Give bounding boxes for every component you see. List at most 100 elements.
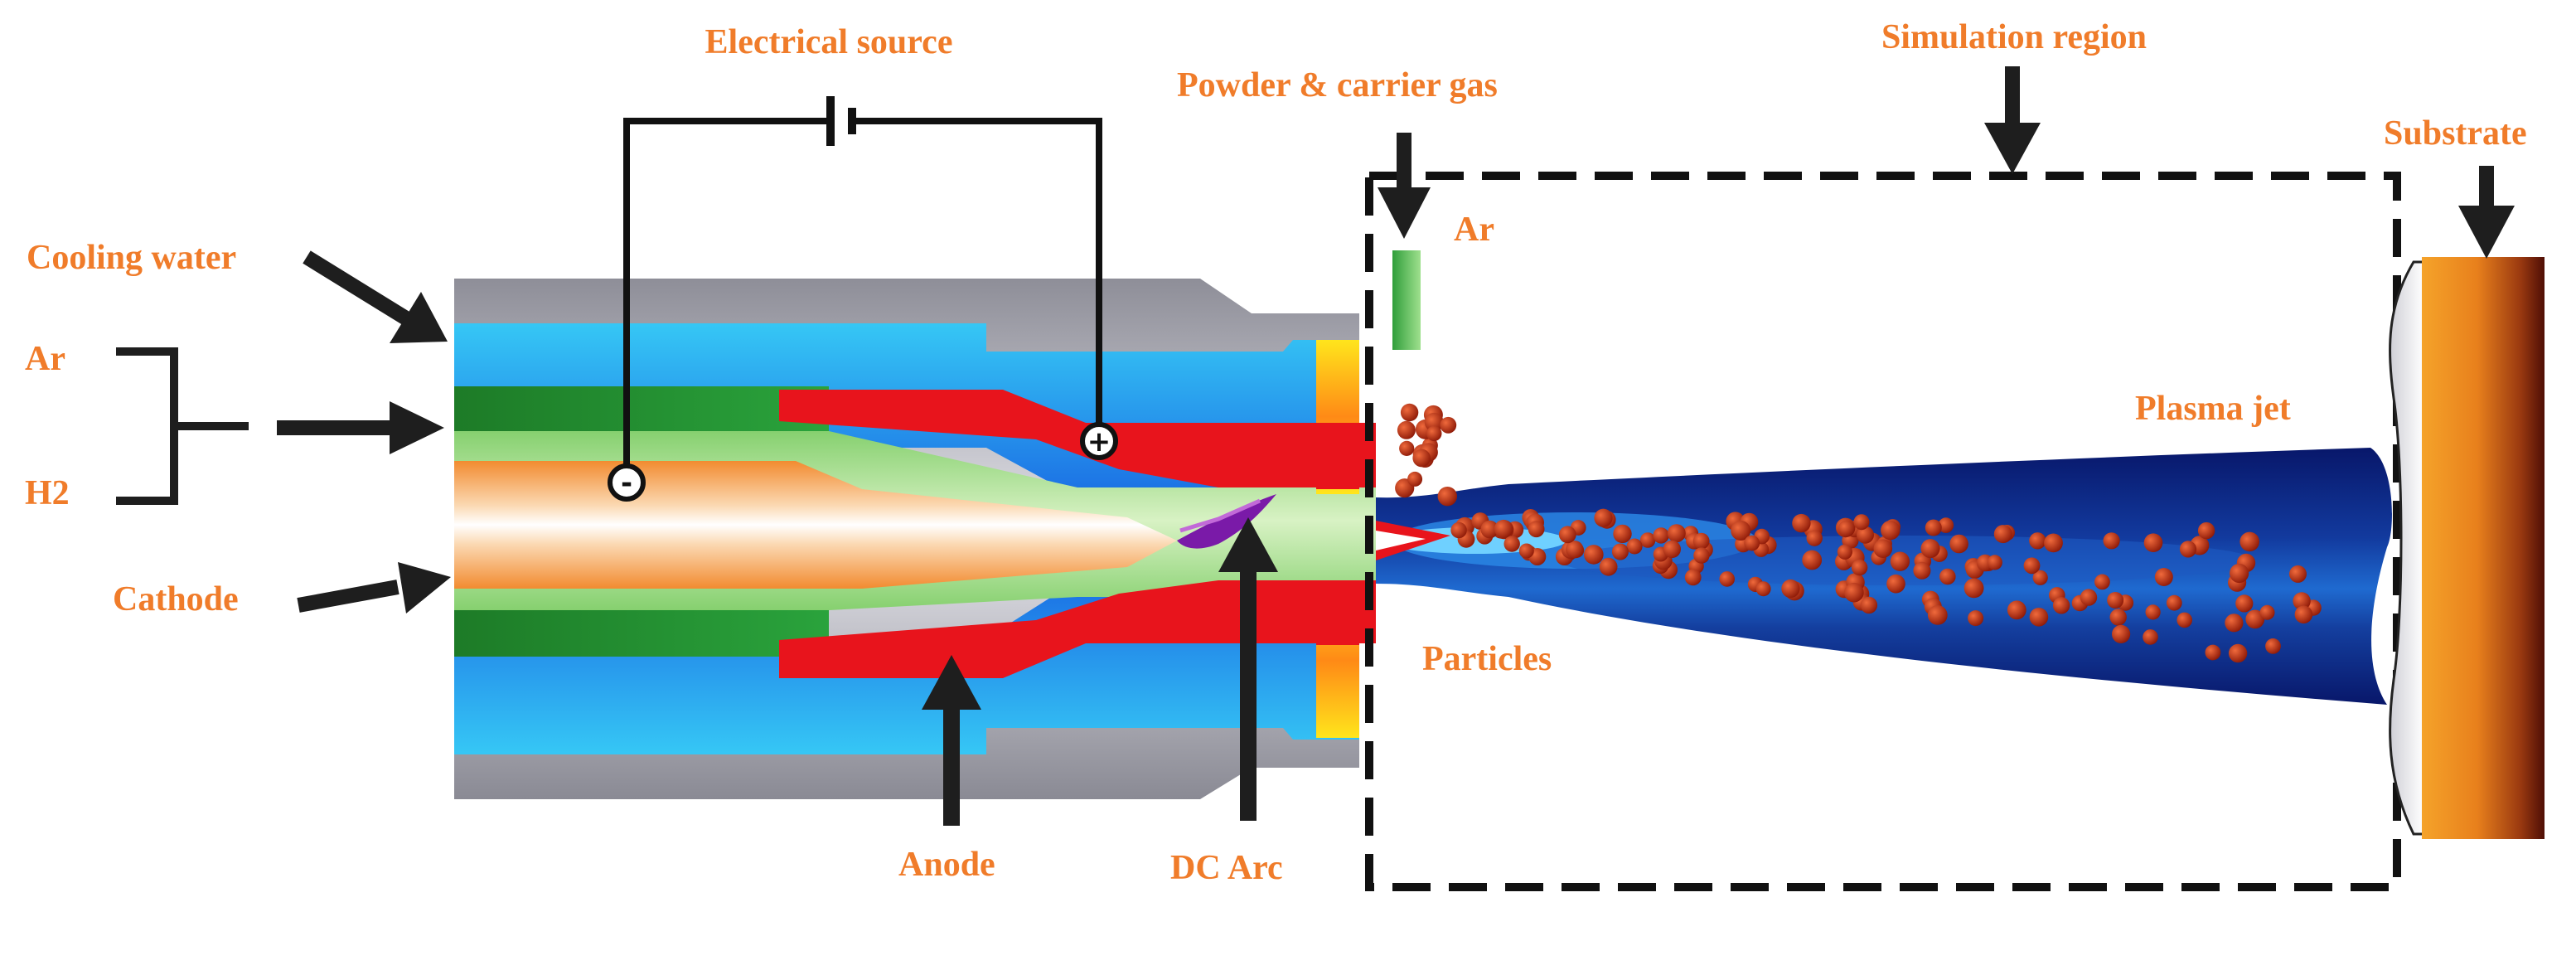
plasma-torch [454, 279, 1376, 799]
gas-channel-bottom [454, 610, 829, 657]
particle [1437, 487, 1458, 507]
label-h2-inlet: H2 [25, 474, 70, 512]
particle [1518, 543, 1534, 559]
particle [1913, 561, 1931, 580]
particle [1639, 532, 1656, 548]
particle [1802, 550, 1823, 570]
circuit-wire [852, 118, 1102, 441]
particle [2245, 609, 2265, 629]
label-ar-inlet: Ar [25, 340, 65, 378]
particle [2023, 557, 2041, 575]
particle [1890, 551, 1910, 571]
particle [2143, 533, 2163, 552]
powder-injector [1392, 250, 1421, 350]
particle [1755, 581, 1771, 597]
particle [2143, 629, 2158, 645]
cathode-terminal: - [608, 463, 646, 502]
particle [1424, 412, 1444, 432]
dc-arc-discharge [1177, 494, 1276, 549]
particle [2032, 570, 2048, 585]
particle [2228, 643, 2248, 663]
dc-arc-arrow [1218, 517, 1278, 821]
particle [1881, 520, 1901, 541]
label-powder-carrier-gas: Powder & carrier gas [1177, 66, 1498, 104]
particle [2177, 612, 2192, 628]
particle [1744, 535, 1760, 551]
particle [1860, 596, 1878, 614]
circuit-wire [623, 118, 830, 483]
particle [1844, 582, 1864, 603]
substrate-arrow [2458, 166, 2515, 259]
particle [1857, 526, 1874, 544]
particle [1397, 420, 1416, 439]
particle [1920, 539, 1940, 559]
gas-channel-top [454, 386, 829, 431]
arrows [116, 66, 2515, 826]
particle [2197, 521, 2215, 540]
simulation-region-box [1365, 172, 2401, 891]
particle [1873, 539, 1893, 558]
label-anode: Anode [898, 846, 995, 884]
particle [1667, 524, 1686, 543]
particle [1963, 578, 1984, 599]
labels: Electrical source Powder & carrier gas S… [25, 18, 2527, 887]
particle [2259, 604, 2275, 620]
particle [2293, 592, 2311, 610]
particle [1450, 521, 1467, 539]
gas-inlet-arrow [277, 401, 444, 454]
particle [1611, 543, 1629, 560]
particle [2029, 608, 2049, 627]
particle [1440, 416, 1457, 434]
particle [1939, 568, 1956, 585]
particle [2179, 541, 2197, 558]
cathode-terminal-sign: - [621, 467, 632, 500]
particle [1566, 541, 1584, 559]
particle [2109, 609, 2127, 626]
substrate-block [2422, 257, 2545, 839]
particle [2029, 532, 2046, 550]
particle [2239, 531, 2259, 552]
particle [1851, 559, 1868, 576]
particle [1528, 521, 1545, 538]
anode-terminal: + [1080, 422, 1118, 460]
cooling-water-arrow [303, 250, 448, 343]
particle [1949, 534, 1968, 554]
particle [1925, 519, 1942, 536]
particle [1399, 440, 1415, 457]
particle [1599, 557, 1618, 576]
particle [1781, 579, 1800, 599]
powder-arrow [1378, 133, 1431, 239]
particle [2145, 604, 2161, 620]
particle [2205, 644, 2221, 661]
substrate [2389, 257, 2545, 839]
particle [1594, 508, 1613, 527]
particle [1853, 514, 1870, 531]
cathode-arrow [297, 562, 451, 614]
particle [2103, 532, 2120, 550]
label-simulation-region: Simulation region [1881, 18, 2147, 56]
particle [1558, 526, 1576, 544]
label-cathode: Cathode [113, 580, 239, 618]
particle [2294, 605, 2313, 624]
particle [1993, 525, 2012, 544]
particle [2265, 638, 2281, 654]
label-dc-arc: DC Arc [1170, 849, 1283, 887]
label-particles: Particles [1422, 640, 1552, 678]
label-electrical-source: Electrical source [705, 23, 953, 61]
gas-bracket [116, 347, 249, 505]
particle [2112, 624, 2131, 644]
particle [2094, 574, 2110, 590]
particle [1653, 527, 1669, 544]
particle [1938, 517, 1954, 533]
particle [1987, 555, 2002, 570]
electrical-circuit [623, 96, 1102, 483]
particle [1837, 544, 1852, 560]
particle [2007, 600, 2026, 620]
particle [1684, 569, 1702, 586]
particle [1792, 513, 1811, 533]
particle [2289, 565, 2307, 583]
particle [1806, 530, 1823, 546]
particle [2225, 614, 2244, 633]
particle [1927, 605, 1948, 625]
